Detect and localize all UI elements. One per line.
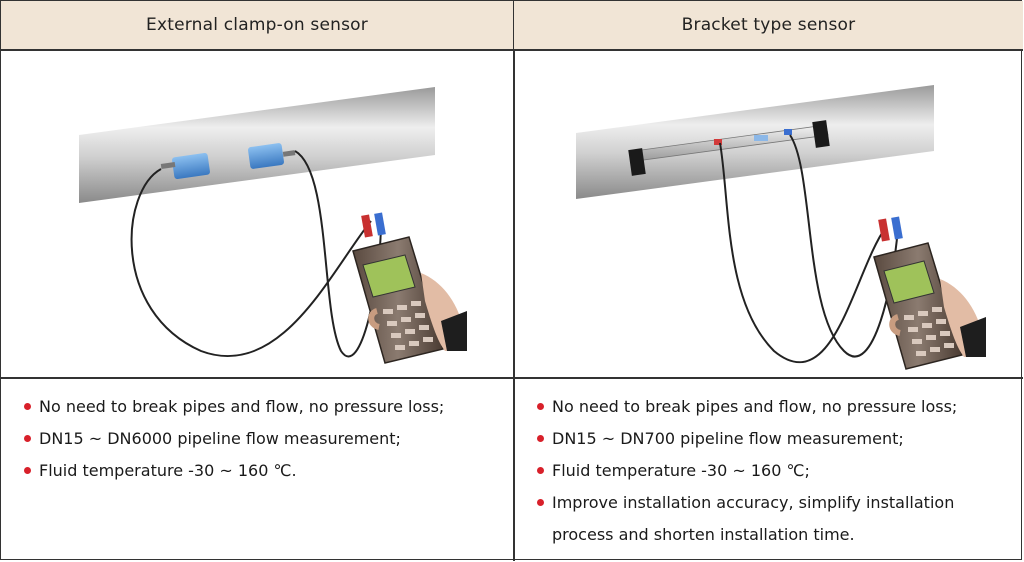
bracket-title: Bracket type sensor bbox=[514, 1, 1023, 51]
list-item: Fluid temperature -30 ~ 160 ℃; bbox=[514, 455, 1023, 487]
clamp-sensor-2 bbox=[248, 143, 296, 169]
bullet-dot-icon bbox=[537, 499, 544, 506]
list-item: DN15 ~ DN700 pipeline flow measurement; bbox=[514, 423, 1023, 455]
cable-1 bbox=[719, 142, 887, 364]
bullet-dot-icon bbox=[24, 403, 31, 410]
row-divider bbox=[1, 377, 513, 379]
bullet-dot-icon bbox=[537, 467, 544, 474]
handheld-meter bbox=[352, 236, 444, 364]
list-item: No need to break pipes and flow, no pres… bbox=[514, 391, 1023, 423]
bracket-rail bbox=[628, 120, 830, 176]
handheld-meter bbox=[873, 242, 963, 370]
list-item: Improve installation accuracy, simplify … bbox=[514, 487, 1023, 551]
list-item: DN15 ~ DN6000 pipeline flow measurement; bbox=[1, 423, 513, 455]
pipe bbox=[79, 87, 435, 203]
cable-2 bbox=[789, 134, 899, 358]
bullet-dot-icon bbox=[24, 435, 31, 442]
bullet-dot-icon bbox=[24, 467, 31, 474]
clamp-on-illustration bbox=[1, 51, 513, 377]
bracket-illustration bbox=[514, 51, 1023, 377]
clamp-sensor-1 bbox=[160, 152, 210, 180]
column-divider bbox=[513, 1, 515, 561]
row-divider bbox=[514, 377, 1023, 379]
bullet-dot-icon bbox=[537, 435, 544, 442]
list-item: No need to break pipes and flow, no pres… bbox=[1, 391, 513, 423]
cable-1 bbox=[130, 168, 372, 358]
clamp-on-title: External clamp-on sensor bbox=[1, 1, 513, 51]
clamp-on-features: No need to break pipes and flow, no pres… bbox=[1, 379, 513, 559]
clamp-on-column: External clamp-on sensor bbox=[1, 1, 513, 559]
bracket-column: Bracket type sensor bbox=[514, 1, 1023, 559]
bullet-dot-icon bbox=[537, 403, 544, 410]
bracket-features: No need to break pipes and flow, no pres… bbox=[514, 379, 1023, 559]
list-item: Fluid temperature -30 ~ 160 ℃. bbox=[1, 455, 513, 487]
